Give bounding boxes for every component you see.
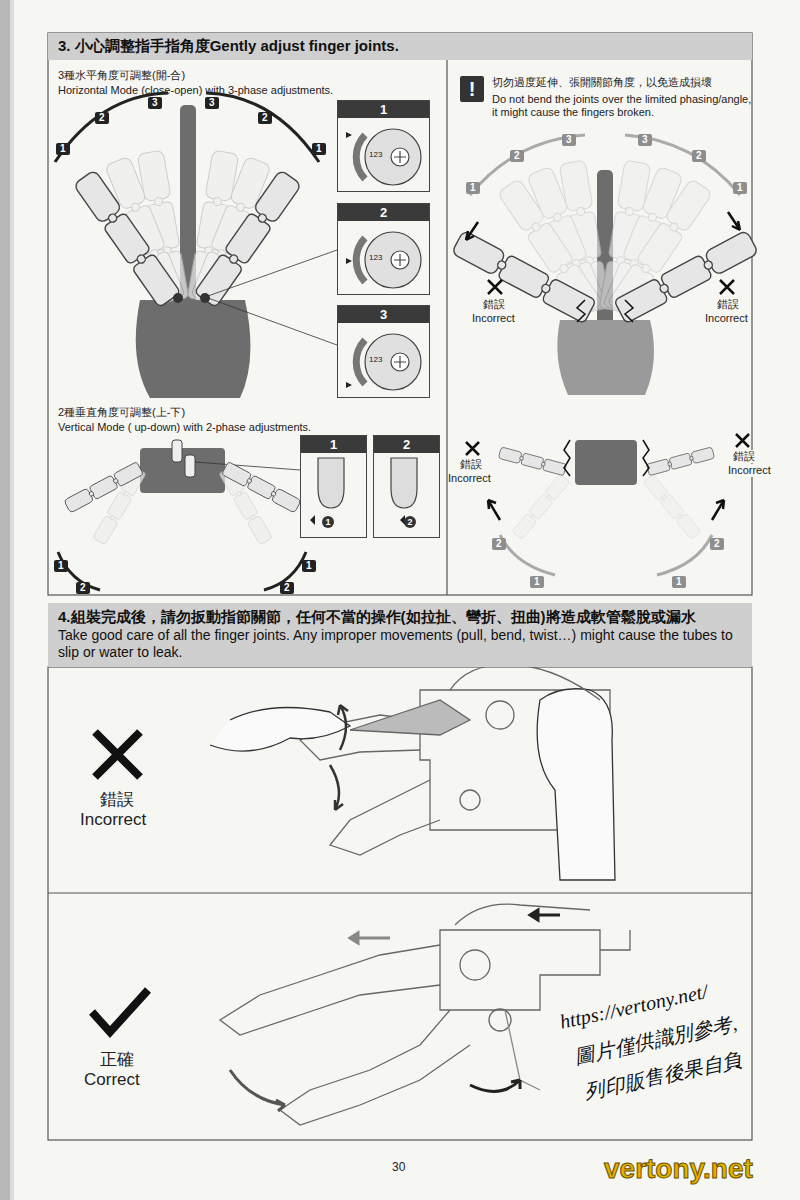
phase-number: 2	[258, 112, 272, 124]
watermark: vertony.net	[604, 1152, 753, 1186]
sub-heading: 2種垂直角度可調整(上-下)	[58, 406, 185, 419]
node-heading: 2	[338, 204, 429, 221]
warning-text: Do not bend the joints over the limited …	[492, 93, 757, 119]
node-heading: 2	[374, 436, 439, 453]
dial-marking: 123	[368, 355, 383, 365]
incorrect-mark: 錯誤	[733, 450, 755, 463]
phase-number: 1	[56, 143, 70, 155]
incorrect-mark: Incorrect	[80, 810, 146, 830]
node-heading: 3. 小心調整指手指角度Gently adjust finger joints.	[58, 37, 742, 56]
phase-number: 3	[638, 134, 652, 146]
phase-number: 1	[733, 182, 747, 194]
phase-number: 2	[404, 516, 416, 528]
sub-heading: 3種水平角度可調整(開-合)	[58, 69, 185, 82]
phase-number: 2	[280, 582, 294, 594]
phase-number: 2	[710, 538, 724, 550]
node-heading: 4.組裝完成後，請勿扳動指節關節，任何不當的操作(如拉扯、彎折、扭曲)將造成軟管…	[58, 608, 742, 627]
sub-heading: Horizontal Mode (close-open) with 3-phas…	[58, 84, 333, 97]
incorrect-mark: Incorrect	[728, 464, 771, 477]
section-band: 4.組裝完成後，請勿扳動指節關節，任何不當的操作(如拉扯、彎折、扭曲)將造成軟管…	[48, 603, 752, 667]
phase-number: 1	[302, 560, 316, 572]
correct-mark: 正確	[100, 1050, 134, 1070]
incorrect-mark: Incorrect	[472, 312, 515, 325]
phase-number: 1	[322, 516, 334, 528]
step-inset: 1	[337, 100, 430, 192]
incorrect-mark: 錯誤	[460, 458, 482, 471]
sub-heading: Vertical Mode ( up-down) with 2-phase ad…	[58, 421, 311, 434]
node-heading: 1	[338, 101, 429, 118]
phase-number: 1	[672, 576, 686, 588]
phase-number: 2	[76, 582, 90, 594]
phase-number: 3	[205, 97, 219, 109]
node-heading: 3	[338, 306, 429, 323]
page-number: 30	[392, 1160, 405, 1174]
phase-number: 2	[692, 150, 706, 162]
phase-number: 1	[312, 143, 326, 155]
section-band: 3. 小心調整指手指角度Gently adjust finger joints.	[48, 33, 752, 60]
incorrect-mark: 錯誤	[100, 790, 134, 810]
phase-number: 1	[54, 560, 68, 572]
step-inset: 2	[337, 203, 430, 295]
step-inset: 3	[337, 305, 430, 398]
incorrect-mark: Incorrect	[448, 472, 491, 485]
warning-icon: !	[460, 76, 484, 102]
node-heading: 1	[301, 436, 366, 453]
phase-number: 2	[510, 150, 524, 162]
incorrect-mark: 錯誤	[483, 298, 505, 311]
node-body: Take good care of all the finger joints.…	[58, 627, 742, 662]
phase-number: 3	[562, 134, 576, 146]
dial-marking: 123	[368, 150, 383, 160]
phase-number: 3	[148, 97, 162, 109]
warning-text: 切勿過度延伸、張開關節角度，以免造成損壞	[492, 76, 712, 89]
phase-number: 1	[466, 182, 480, 194]
phase-number: 2	[492, 538, 506, 550]
phase-number: 1	[530, 576, 544, 588]
incorrect-mark: 錯誤	[717, 298, 739, 311]
correct-mark: Correct	[84, 1070, 140, 1090]
dial-marking: 123	[368, 253, 383, 263]
phase-number: 2	[95, 112, 109, 124]
incorrect-mark: Incorrect	[705, 312, 748, 325]
